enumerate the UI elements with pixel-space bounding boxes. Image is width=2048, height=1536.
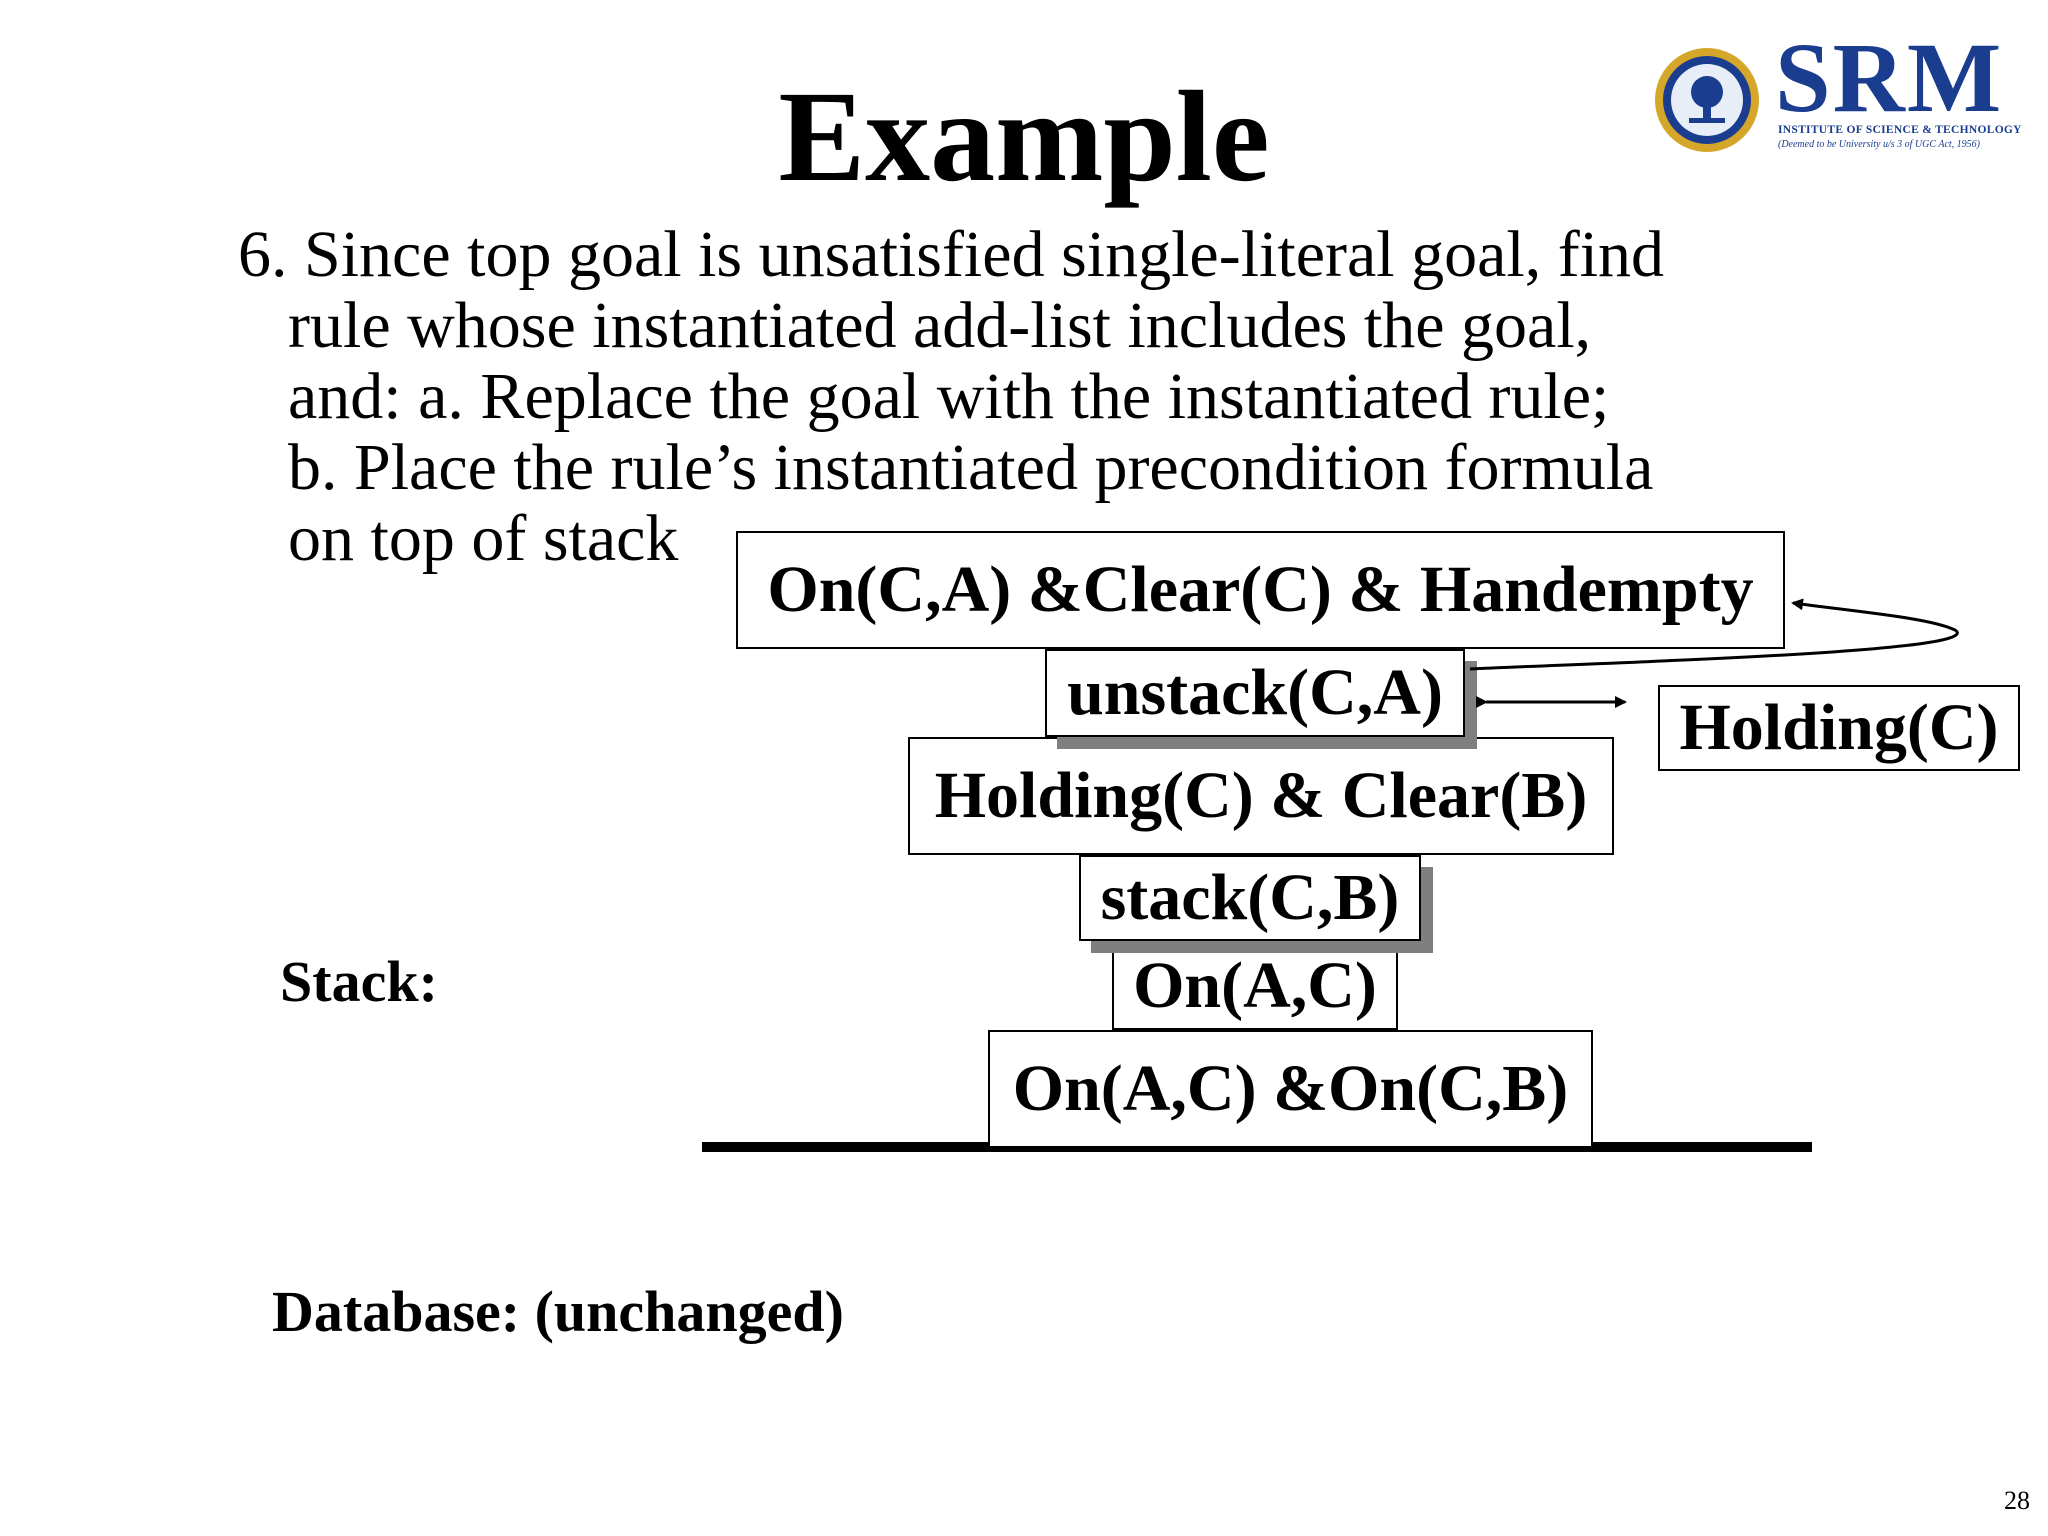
slide-title: Example: [778, 65, 1270, 209]
stack-label: Stack:: [280, 949, 438, 1014]
body-line-1: 6. Since top goal is unsatisfied single-…: [238, 218, 1665, 291]
body-line-3: and: a. Replace the goal with the instan…: [288, 360, 1610, 433]
logo-subtitle: INSTITUTE OF SCIENCE & TECHNOLOGY: [1778, 124, 2022, 136]
stack-item-on-a-c: On(A,C): [1112, 941, 1398, 1030]
body-line-5: on top of stack: [288, 502, 679, 575]
logo-tagline: (Deemed to be University u/s 3 of UGC Ac…: [1778, 139, 1980, 150]
body-line-2: rule whose instantiated add-list include…: [288, 289, 1592, 362]
body-line-4: b. Place the rule’s instantiated precond…: [288, 431, 1654, 504]
stack-item-holding-clear: Holding(C) & Clear(B): [908, 737, 1614, 855]
stack-item-unstack-rule: unstack(C,A): [1045, 649, 1465, 737]
database-label: Database: (unchanged): [272, 1279, 844, 1344]
stack-item-stack-rule: stack(C,B): [1079, 855, 1421, 941]
stack-item-precondition-goal: On(C,A) &Clear(C) & Handempty: [736, 531, 1785, 649]
logo-wordmark: SRM: [1775, 22, 2004, 133]
holding-side-note: Holding(C): [1658, 685, 2020, 771]
stack-item-final-goal: On(A,C) &On(C,B): [988, 1030, 1593, 1148]
srm-logo-emblem: [1655, 48, 1759, 152]
page-number: 28: [2004, 1486, 2030, 1515]
